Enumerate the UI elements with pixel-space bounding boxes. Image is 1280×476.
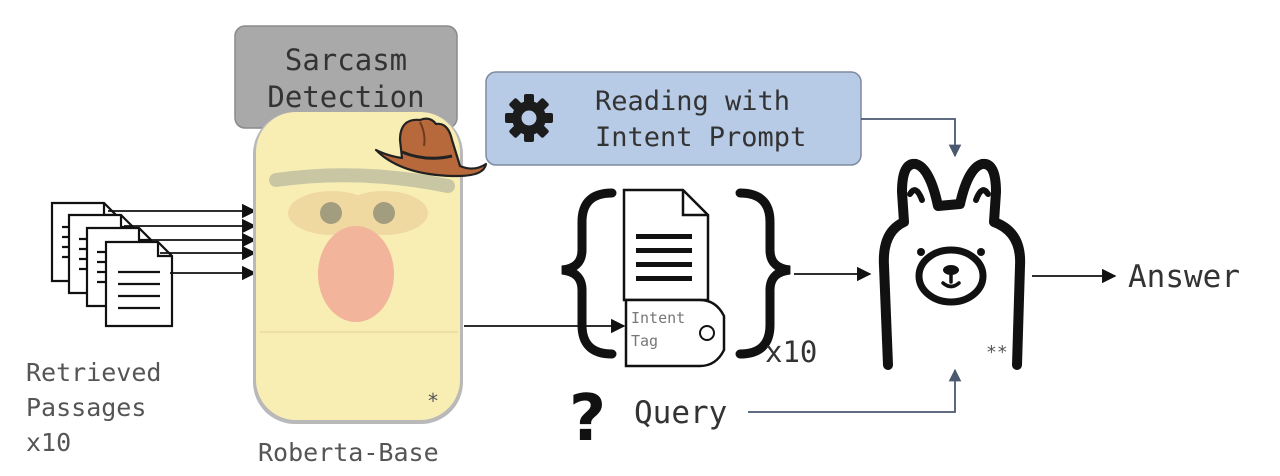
passages-stack-icon — [50, 201, 174, 328]
prompt-label-line1: Reading with — [595, 86, 790, 117]
intent-tag-line2: Tag — [631, 332, 658, 350]
passages-label-line1: Retrieved — [26, 358, 161, 387]
passage-arrows — [108, 203, 257, 281]
llama-icon — [878, 158, 1026, 370]
roberta-mark: * — [427, 389, 439, 413]
prompt-connector — [861, 118, 962, 158]
query-connector — [748, 368, 962, 413]
sarcasm-label-line2: Detection — [267, 80, 424, 114]
answer-label: Answer — [1128, 259, 1240, 295]
llama-mark: ** — [986, 342, 1008, 363]
document-icon — [622, 188, 710, 302]
left-brace — [561, 188, 617, 359]
passages-label-line2: Passages — [26, 393, 146, 422]
roberta-label: Roberta-Base — [258, 438, 439, 467]
sarcasm-label-line1: Sarcasm — [285, 43, 407, 77]
gear-icon — [505, 94, 553, 142]
intent-tag-line1: Intent — [631, 309, 685, 327]
prompt-label-line2: Intent Prompt — [595, 122, 806, 153]
cowboy-hat-icon — [374, 117, 488, 178]
right-brace — [735, 188, 791, 359]
passages-label-line3: x10 — [26, 428, 71, 457]
multiplier-label: x10 — [765, 335, 817, 369]
intent-tag-icon — [624, 298, 726, 368]
query-label: Query — [634, 395, 727, 431]
roberta-muppet-icon — [253, 112, 463, 424]
query-question-icon: ? — [569, 382, 606, 456]
